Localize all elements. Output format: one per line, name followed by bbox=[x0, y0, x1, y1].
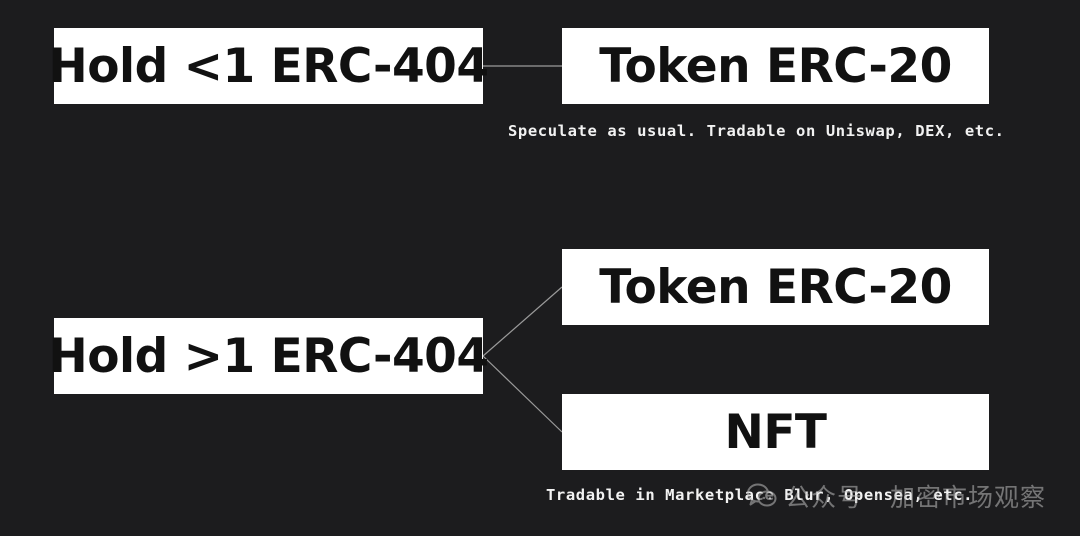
bottom-token-erc20-box: Token ERC-20 bbox=[562, 249, 989, 325]
hold-more-than-one-label: Hold >1 ERC-404 bbox=[48, 328, 489, 384]
bottom-token-erc20-label: Token ERC-20 bbox=[599, 259, 952, 315]
hold-more-than-one-box: Hold >1 ERC-404 bbox=[48, 318, 489, 394]
nft-label: NFT bbox=[724, 404, 827, 460]
watermark-text: 公众号 · 加密市场观察 bbox=[785, 483, 1046, 512]
connector-bottom-token bbox=[482, 286, 563, 357]
top-token-erc20-label: Token ERC-20 bbox=[599, 38, 952, 94]
nft-box: NFT bbox=[562, 394, 989, 470]
hold-less-than-one-label: Hold <1 ERC-404 bbox=[48, 38, 489, 94]
top-token-erc20-box: Token ERC-20 bbox=[562, 28, 989, 104]
top-caption: Speculate as usual. Tradable on Uniswap,… bbox=[508, 122, 1005, 140]
watermark: 公众号 · 加密市场观察 bbox=[747, 478, 1046, 514]
connector-bottom-nft bbox=[482, 355, 563, 433]
hold-less-than-one-box: Hold <1 ERC-404 bbox=[48, 28, 489, 104]
wechat-icon bbox=[747, 483, 777, 507]
